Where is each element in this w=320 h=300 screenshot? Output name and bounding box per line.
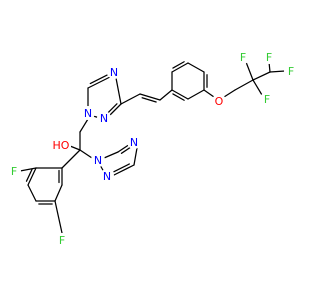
- atom-f-chf2-upper-label: F: [266, 51, 272, 64]
- bond-o-ch2: [223, 89, 236, 98]
- bond-cf2-f-up: [245, 61, 254, 81]
- bond-tz2-c3-n2: [111, 164, 135, 177]
- bond-ph-2-3: [171, 62, 189, 73]
- bond-n1-ch2: [79, 118, 89, 133]
- bond-ar-f-para: [54, 200, 63, 234]
- bond-ar-3-4: [27, 184, 37, 202]
- bond-ar-5-6: [54, 184, 63, 202]
- bond-c3-vinyl: [120, 93, 141, 105]
- atom-n-triazole1-n3: N: [97, 111, 111, 125]
- bond-tz1-c3-n2-second: [107, 103, 118, 114]
- bond-cf2-chf2: [252, 71, 271, 81]
- atom-f-cf2-lower: F: [260, 92, 274, 106]
- atom-n-triazole2-n1-label: N: [94, 154, 102, 167]
- bond-tz2-n1-c5: [103, 151, 119, 159]
- bond-ar-f-ortho: [19, 167, 37, 172]
- bond-ar-2-3-second: [25, 168, 33, 182]
- bond-ph-3-4: [187, 62, 205, 73]
- bond-ph-o: [203, 89, 215, 98]
- atom-n-triazole2-n3-label: N: [130, 136, 138, 149]
- bond-ph-5-6: [187, 89, 205, 100]
- bond-ar-2-3: [27, 167, 37, 186]
- bond-ph-2-3-second: [172, 61, 185, 69]
- bond-vinyl-double: [139, 93, 161, 101]
- atom-n-triazole2-n1: N: [91, 153, 105, 167]
- bond-ccore-aryl: [61, 149, 81, 169]
- atom-f-cf2-lower-label: F: [264, 93, 270, 106]
- bond-tz1-n4-c3: [115, 77, 122, 105]
- bond-tz1-c5-n4-second: [89, 74, 108, 85]
- bond-cf2-f-down: [252, 79, 263, 96]
- atom-f-cf2-upper-label: F: [240, 51, 246, 64]
- atom-hydroxyl: HO: [51, 138, 71, 152]
- bond-ph-6-1: [171, 89, 189, 100]
- atom-f-chf2-right-label: F: [288, 65, 294, 78]
- structure-drawing: N N N N N N: [7, 50, 298, 247]
- atom-f-chf2-right: F: [284, 64, 298, 78]
- atom-n-triazole2-n2-label: N: [103, 170, 111, 183]
- atom-f-aryl-para: F: [55, 233, 69, 247]
- bond-vinyl-phenyl: [159, 89, 173, 101]
- bond-ch2-cf2: [234, 79, 254, 91]
- atom-hydroxyl-label: HO: [53, 139, 70, 152]
- bond-vinyl-double-second: [141, 97, 157, 103]
- bond-chf2-f-right: [269, 70, 286, 73]
- bond-tz1-c5-n4: [87, 75, 113, 89]
- bond-layer: [19, 61, 286, 234]
- atom-label-layer: N N N N N N: [7, 50, 298, 247]
- bond-ccore-ch2b: [79, 149, 93, 159]
- bond-tz2-c5-n4-second: [120, 147, 131, 154]
- atom-o-ether: O: [212, 94, 226, 108]
- bond-tz2-n4-c3: [133, 147, 138, 166]
- atom-o-ether-label: O: [215, 95, 224, 108]
- atom-n-triazole1-n1-label: N: [84, 107, 92, 120]
- atom-n-triazole2-n3: N: [127, 135, 141, 149]
- atom-n-triazole1-n2-label: N: [110, 66, 118, 79]
- atom-f-aryl-ortho: F: [7, 164, 21, 178]
- atom-n-triazole1-n3-label: N: [100, 112, 108, 125]
- atom-f-cf2-upper: F: [236, 50, 250, 64]
- atom-n-triazole1-n1: N: [81, 106, 95, 120]
- atom-n-triazole2-n2: N: [100, 169, 114, 183]
- bond-tz2-c3-n2-second: [113, 163, 130, 173]
- atom-f-aryl-ortho-label: F: [11, 165, 17, 178]
- atom-n-triazole1-n2: N: [107, 65, 121, 79]
- atom-f-aryl-para-label: F: [59, 234, 65, 247]
- bond-ccore-oh: [69, 145, 81, 151]
- molecule-diagram: N N N N N N: [7, 50, 298, 247]
- atom-f-chf2-upper: F: [262, 50, 276, 64]
- bond-ph-6-1-second: [172, 93, 185, 101]
